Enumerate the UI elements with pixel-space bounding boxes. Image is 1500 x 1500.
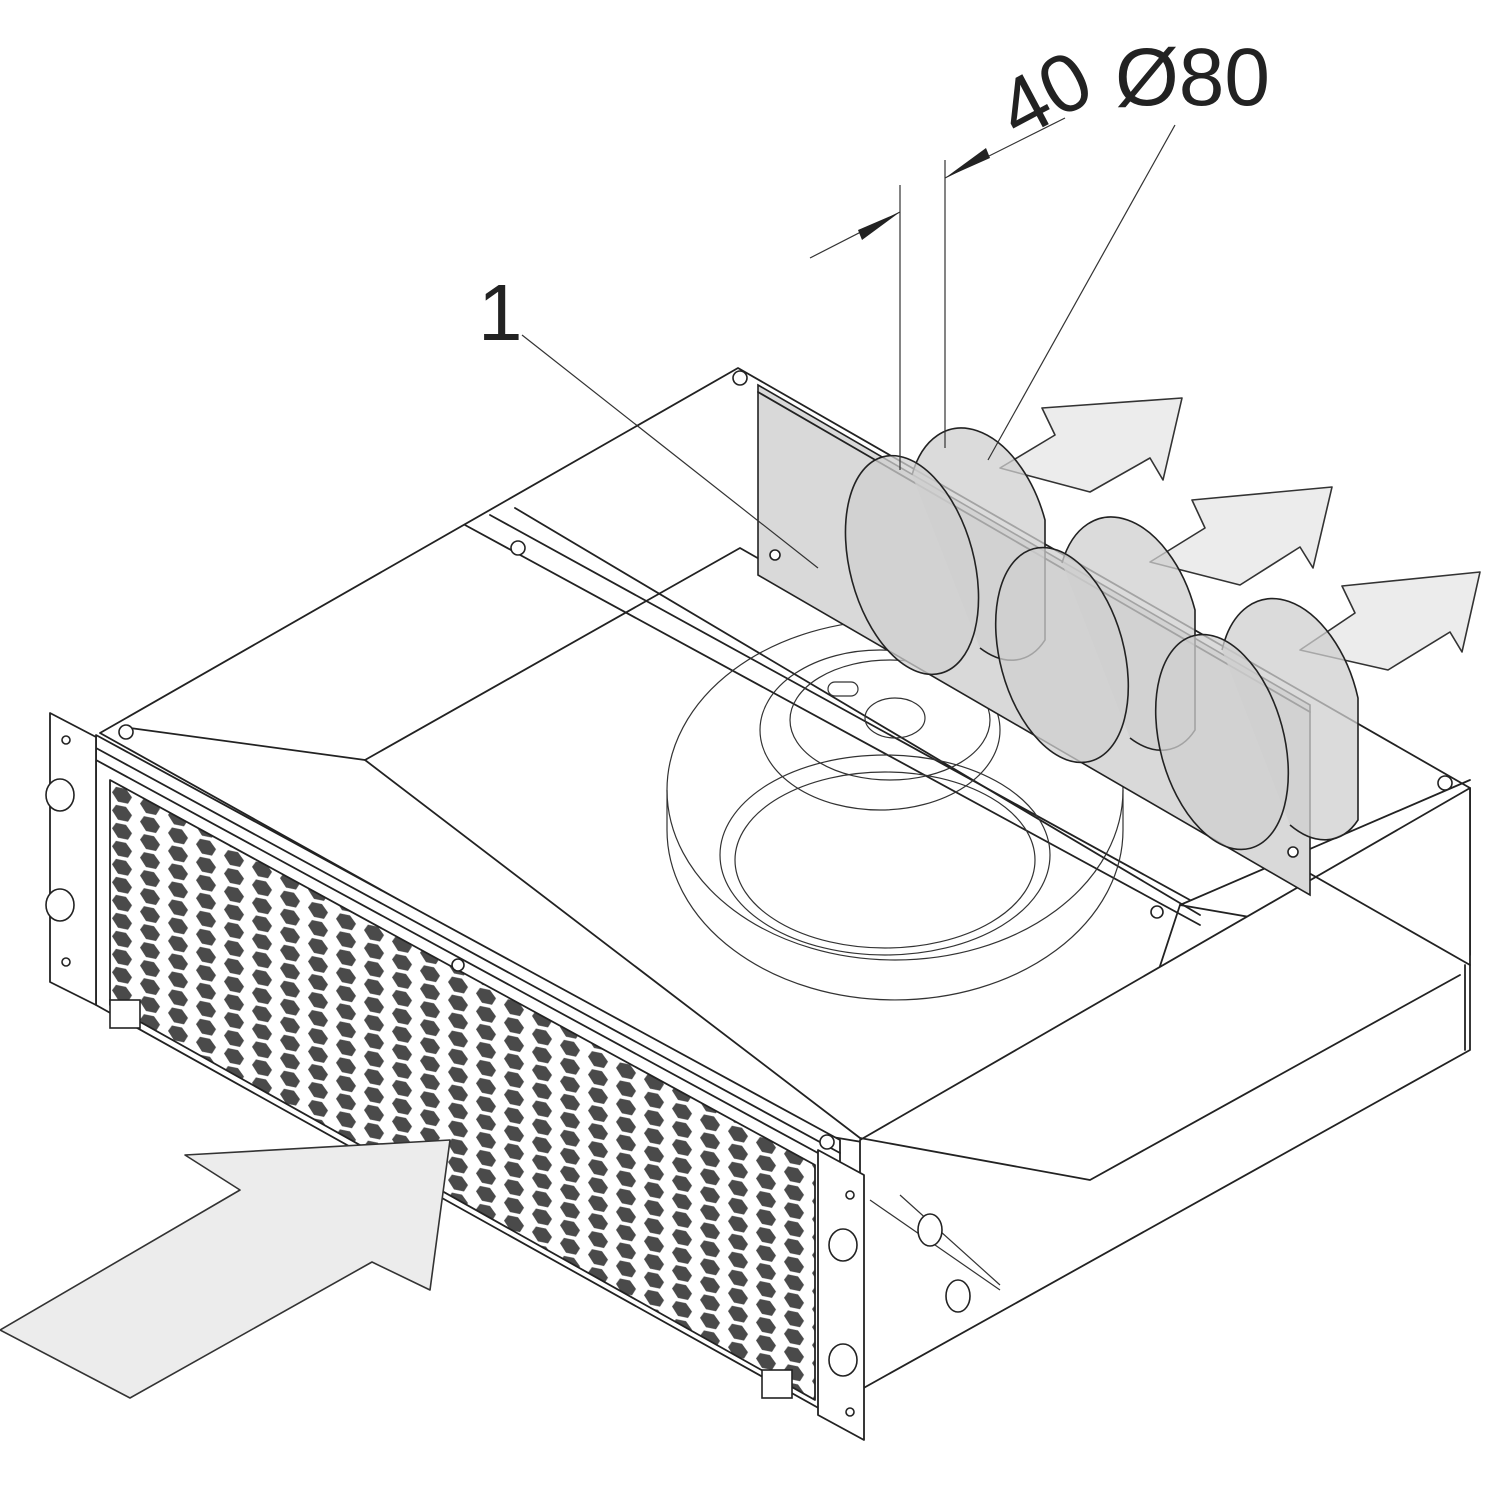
thumb-screws [45, 370, 1453, 1417]
mounting-ear-right [817, 1149, 865, 1441]
exhaust-arrow-1-icon [999, 397, 1183, 493]
dimension-lines [521, 117, 1176, 569]
screw-icon [1437, 775, 1453, 791]
latch-icon [761, 1369, 793, 1399]
depth-dimension-label: 40 [983, 33, 1106, 156]
screw-icon [1150, 905, 1164, 919]
screw-icon [769, 549, 781, 561]
screw-icon [732, 370, 748, 386]
diameter-dimension-label: Ø80 [1115, 32, 1270, 123]
screw-icon [819, 1134, 835, 1150]
exhaust-ducts [844, 427, 1359, 851]
thumb-screw-icon [828, 1228, 858, 1262]
thumb-screw-icon [45, 778, 75, 812]
screw-icon [1287, 846, 1299, 858]
screw-icon [118, 724, 134, 740]
mounting-hole-icon [917, 1213, 943, 1247]
exhaust-duct-3 [1154, 597, 1359, 851]
intake-arrow-icon [0, 1139, 451, 1399]
screw-icon [451, 958, 465, 972]
mounting-ear-left [49, 712, 97, 1006]
thumb-screw-icon [45, 888, 75, 922]
exhaust-arrow-2-icon [1149, 486, 1333, 586]
exhaust-arrows [999, 397, 1481, 671]
mounting-hole-icon [945, 1279, 971, 1313]
thumb-screw-icon [828, 1343, 858, 1377]
radial-fan [666, 619, 1124, 1001]
exhaust-arrow-3-icon [1299, 571, 1481, 671]
screw-icon [510, 540, 526, 556]
part-number-label: 1 [478, 268, 523, 357]
latch-icon [109, 999, 141, 1029]
